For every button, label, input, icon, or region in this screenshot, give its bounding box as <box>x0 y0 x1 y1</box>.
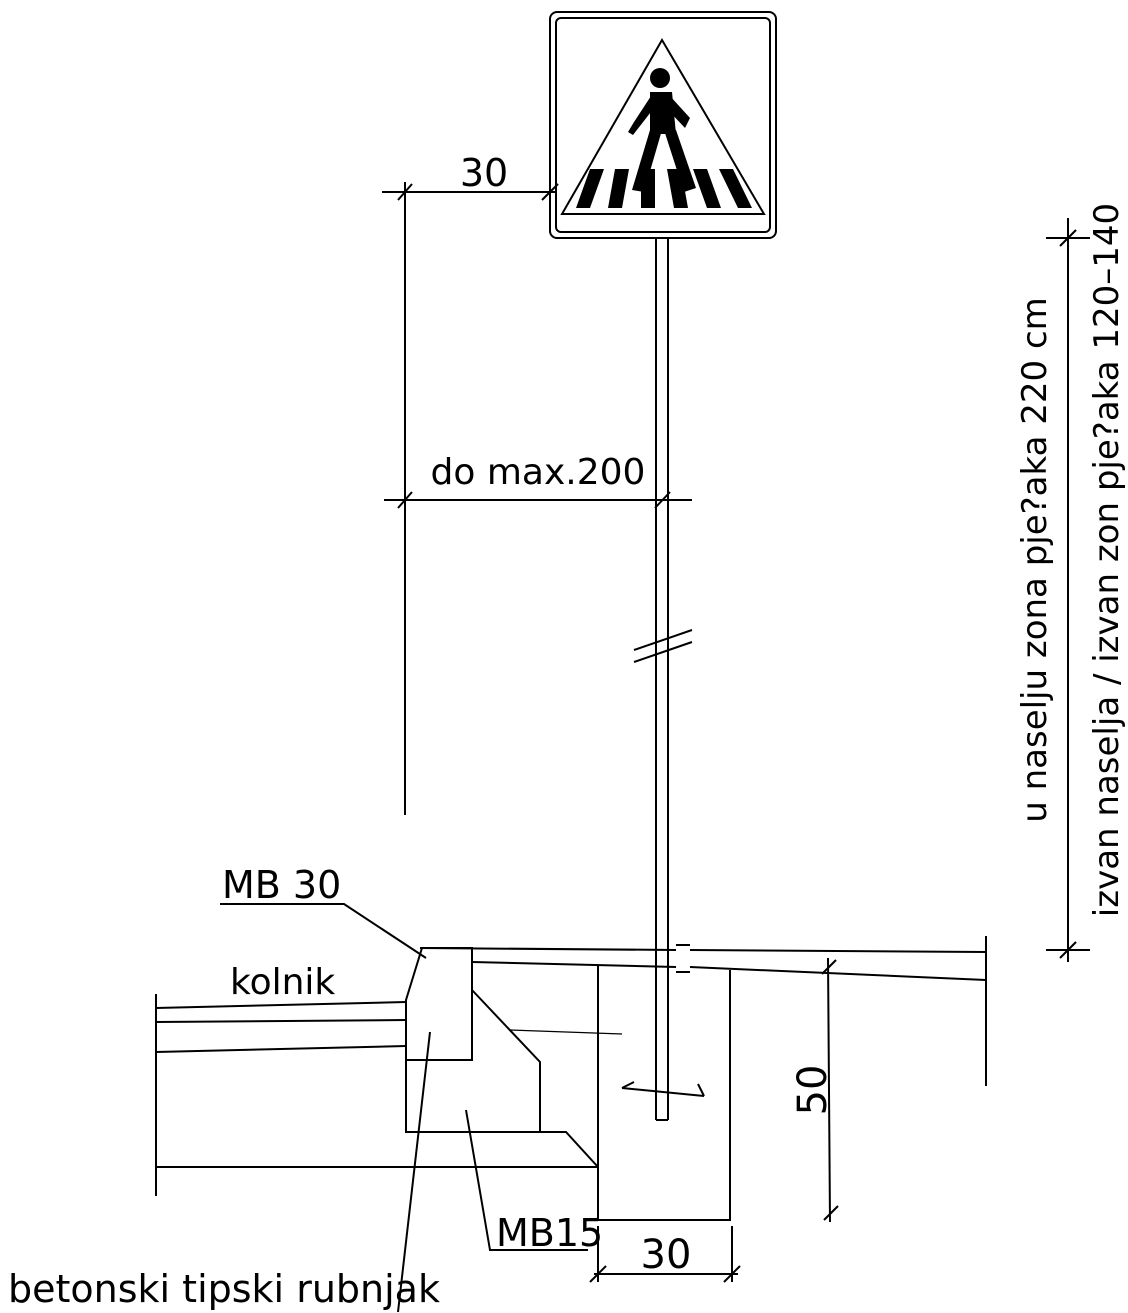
roadway: kolnik <box>155 962 598 1196</box>
base-concrete-label: MB15 <box>496 1211 603 1255</box>
dimension-max-offset: do max.200 <box>384 452 692 509</box>
foundation-depth-label: 50 <box>790 1065 836 1116</box>
foundation-width-label: 30 <box>641 1232 692 1278</box>
height-note-outside-settlement: izvan naselja / izvan zon pje?aka 120–14… <box>1087 203 1127 917</box>
concrete-curb <box>405 947 473 1061</box>
roadway-label: kolnik <box>230 962 335 1003</box>
leader-mb15: MB15 <box>465 1109 603 1255</box>
dimension-sign-offset: 30 <box>382 151 559 201</box>
foundation <box>597 965 731 1221</box>
sign-inner-frame <box>555 17 771 233</box>
leader-mb30: MB 30 <box>220 863 427 959</box>
dimension-foundation-depth: 50 <box>790 957 839 1223</box>
traffic-sign <box>549 11 777 239</box>
max-offset-label: do max.200 <box>431 452 646 493</box>
sign-pole <box>621 238 705 1121</box>
height-note-in-settlement: u naselju zona pje?aka 220 cm <box>1015 297 1055 823</box>
pedestrian-crossing-icon <box>560 38 766 215</box>
dimension-height: u naselju zona pje?aka 220 cm izvan nase… <box>1015 203 1127 962</box>
sidewalk-surface <box>419 936 987 1086</box>
dimension-foundation-width: 30 <box>589 1226 741 1283</box>
leader-curb-type: betonski tipski rubnjak <box>8 1031 440 1313</box>
curb-type-label: betonski tipski rubnjak <box>8 1267 440 1311</box>
sign-outer-frame <box>549 11 777 239</box>
curb-concrete-label: MB 30 <box>222 863 341 907</box>
concrete-base <box>405 987 623 1168</box>
sign-offset-label: 30 <box>460 151 508 195</box>
